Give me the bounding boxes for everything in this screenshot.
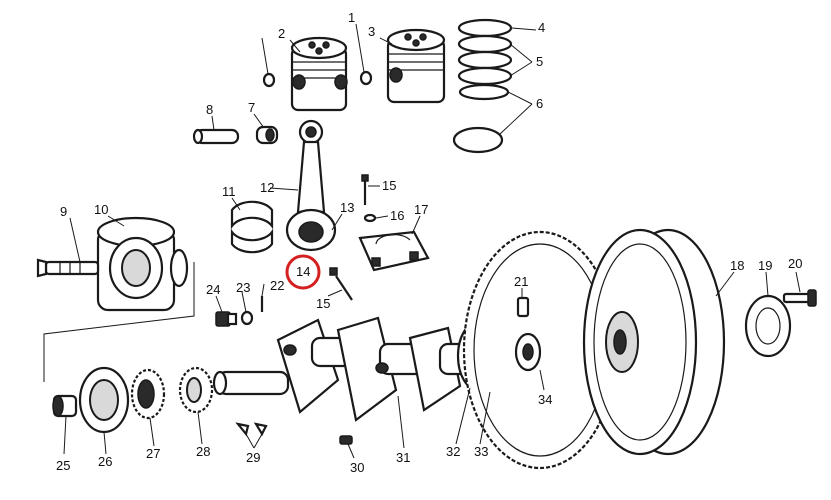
label-29: 29 [246, 450, 260, 465]
piston-rings [452, 18, 513, 154]
label-8: 8 [206, 102, 213, 117]
label-3: 3 [368, 24, 375, 39]
label-27: 27 [146, 446, 160, 461]
piston-3 [386, 28, 446, 104]
label-31: 31 [396, 450, 410, 465]
plug-24 [215, 311, 238, 327]
connecting-rod-12 [285, 119, 337, 252]
dowel-pin-21 [516, 296, 530, 318]
washer-23 [240, 310, 254, 326]
part-labels: 1 2 3 4 5 6 7 8 9 10 11 12 13 14 15 15 1… [56, 10, 802, 475]
keys-29 [235, 422, 268, 437]
label-19: 19 [758, 258, 772, 273]
label-15-upper: 15 [382, 178, 396, 193]
label-33: 33 [474, 444, 488, 459]
label-28: 28 [196, 444, 210, 459]
rod-bolt-15-upper [361, 174, 369, 205]
label-17: 17 [414, 202, 428, 217]
label-30: 30 [350, 460, 364, 475]
pulley-bolt-9 [36, 258, 100, 278]
label-25: 25 [56, 458, 70, 473]
label-5: 5 [536, 54, 543, 69]
bearing-25 [52, 394, 78, 418]
label-11: 11 [222, 184, 236, 199]
rod-bolt-15-lower [329, 267, 353, 301]
label-21: 21 [514, 274, 528, 289]
washer-16 [363, 213, 377, 223]
circlip-right [359, 70, 373, 86]
crankshaft-31 [212, 316, 482, 422]
label-24: 24 [206, 282, 220, 297]
label-7: 7 [248, 100, 255, 115]
label-12: 12 [260, 180, 274, 195]
label-6: 6 [536, 96, 543, 111]
label-13: 13 [340, 200, 354, 215]
label-34: 34 [538, 392, 552, 407]
label-1: 1 [348, 10, 355, 25]
crank-pulley-10 [96, 216, 189, 312]
small-end-bush-7 [255, 125, 279, 145]
label-9: 9 [60, 204, 67, 219]
gear-28 [178, 366, 214, 414]
rod-cap-17 [358, 230, 430, 272]
label-23: 23 [236, 280, 250, 295]
highlight-circle-14 [285, 254, 321, 290]
bearing-34 [514, 332, 542, 372]
label-14: 14 [296, 264, 310, 279]
label-15-lower: 15 [316, 296, 330, 311]
label-32: 32 [446, 444, 460, 459]
flywheel-18 [582, 228, 726, 456]
label-18: 18 [730, 258, 744, 273]
label-16: 16 [390, 208, 404, 223]
plate-19 [744, 294, 792, 358]
label-26: 26 [98, 454, 112, 469]
gear-27 [130, 368, 166, 420]
label-2: 2 [278, 26, 285, 41]
leader-lines [63, 23, 801, 459]
label-20: 20 [788, 256, 802, 271]
seal-disc-26 [78, 366, 130, 434]
plug-30 [339, 435, 353, 445]
piston-2 [290, 36, 348, 112]
label-22: 22 [270, 278, 284, 293]
assembly-leader [43, 262, 195, 382]
circlip-left [262, 72, 276, 88]
bearing-shells-11 [230, 200, 274, 254]
piston-pin-8 [192, 128, 240, 145]
label-10: 10 [94, 202, 108, 217]
label-4: 4 [538, 20, 545, 35]
bolt-20 [782, 289, 817, 307]
